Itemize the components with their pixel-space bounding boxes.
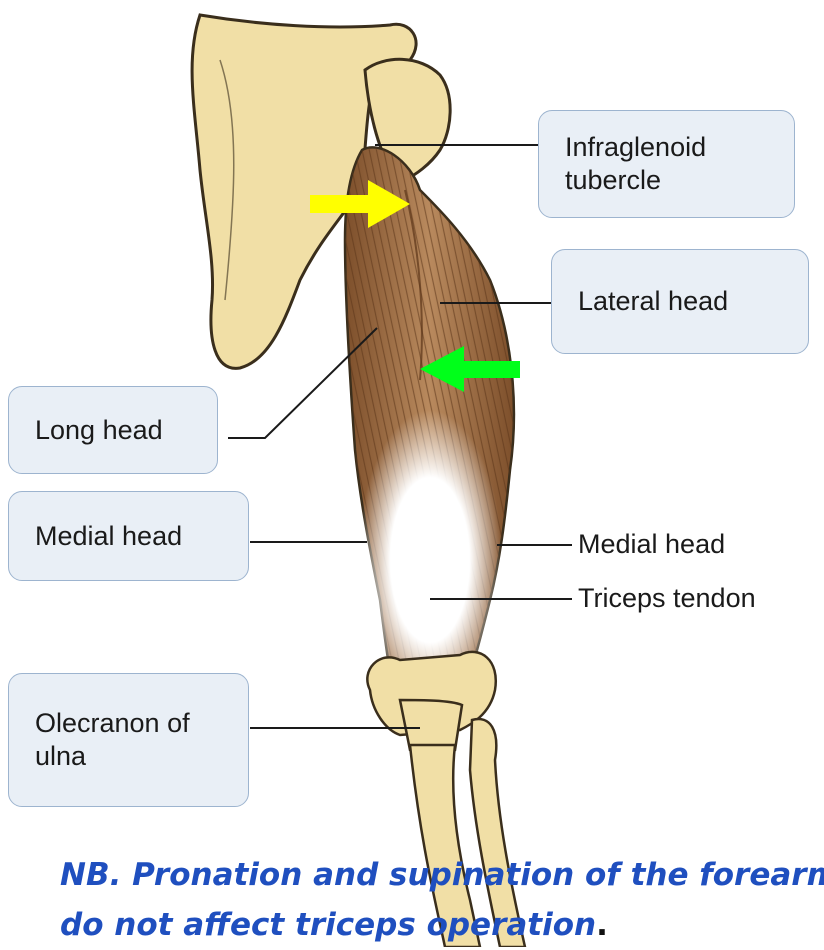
label-medial-head-right: Medial head	[578, 528, 725, 561]
note-line-1: NB. Pronation and supination of the fore…	[60, 850, 824, 900]
note-line-2: do not affect triceps operation.	[60, 900, 824, 950]
note-text: NB. Pronation and supination of the fore…	[60, 850, 824, 950]
label-infraglenoid-tubercle: Infraglenoid tubercle	[538, 110, 795, 218]
label-lateral-head: Lateral head	[551, 249, 809, 354]
label-infraglenoid-text: Infraglenoid tubercle	[565, 131, 775, 197]
label-medial-head-left-text: Medial head	[35, 520, 182, 553]
note-line-2-text: do not affect triceps operation	[60, 907, 596, 943]
label-lateral-head-text: Lateral head	[578, 285, 728, 318]
label-olecranon-text: Olecranon of ulna	[35, 707, 225, 773]
label-olecranon: Olecranon of ulna	[8, 673, 249, 807]
note-period: .	[596, 907, 608, 943]
label-long-head-text: Long head	[35, 414, 163, 447]
label-long-head: Long head	[8, 386, 218, 474]
label-triceps-tendon: Triceps tendon	[578, 582, 756, 615]
label-medial-head-left: Medial head	[8, 491, 249, 581]
